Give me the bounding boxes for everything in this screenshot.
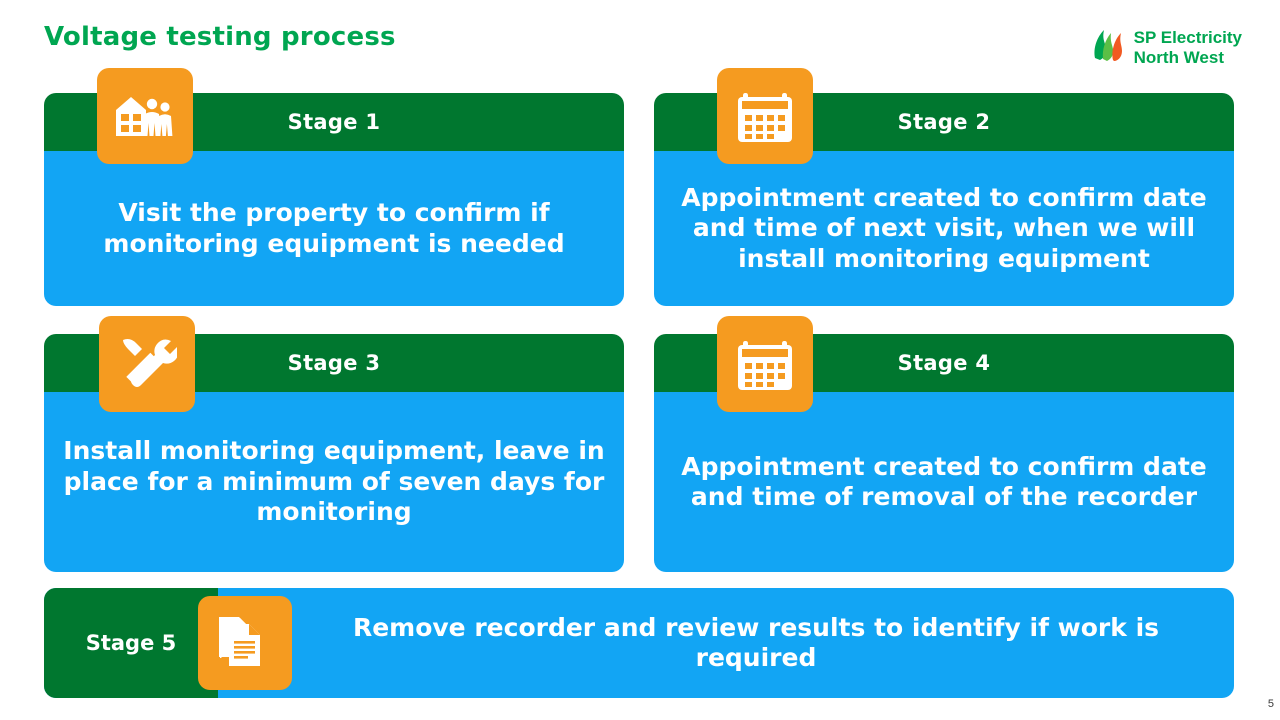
stage-4-icon-tile [717,316,813,412]
stage-card-1-body: Visit the property to confirm if monitor… [44,151,624,306]
stage-card-3-text: Install monitoring equipment, leave in p… [63,436,605,527]
house-people-icon [114,90,176,142]
stage-card-2-body: Appointment created to confirm date and … [654,151,1234,306]
stage-card-4: Stage 4 Appointment created to confirm d… [654,334,1234,572]
stage-card-1: Stage 1 Visit the property to confirm if… [44,93,624,306]
stage-card-4-body: Appointment created to confirm date and … [654,392,1234,572]
stage-card-2-header-label: Stage 2 [897,110,991,134]
brand-logo: SP Electricity North West [1091,28,1242,68]
stage-card-3-header-label: Stage 3 [287,351,381,375]
tools-icon [117,335,177,393]
stage-1-icon-tile [97,68,193,164]
calendar-icon [736,88,794,144]
documents-icon [216,614,274,672]
page-number: 5 [1267,698,1274,710]
stage-5-icon-tile [198,596,292,690]
stage-card-1-header-label: Stage 1 [287,110,381,134]
stage-2-icon-tile [717,68,813,164]
stage-card-5-header: Stage 5 [44,588,218,698]
calendar-icon [736,336,794,392]
stage-card-5-body: Remove recorder and review results to id… [218,588,1234,698]
stage-card-2-text: Appointment created to confirm date and … [681,182,1207,273]
page-title: Voltage testing process [44,22,396,52]
stage-card-5-text: Remove recorder and review results to id… [352,612,1160,673]
stage-card-5-header-label: Stage 5 [85,631,177,655]
stage-card-2: Stage 2 Appointment created to confirm d… [654,93,1234,306]
stage-card-4-header-label: Stage 4 [897,351,991,375]
sp-flame-icon [1091,28,1127,62]
brand-name: SP Electricity North West [1133,28,1242,68]
stage-card-1-text: Visit the property to confirm if monitor… [103,198,565,258]
stage-3-icon-tile [99,316,195,412]
stage-card-3-body: Install monitoring equipment, leave in p… [44,392,624,572]
stage-card-4-text: Appointment created to confirm date and … [681,451,1207,512]
